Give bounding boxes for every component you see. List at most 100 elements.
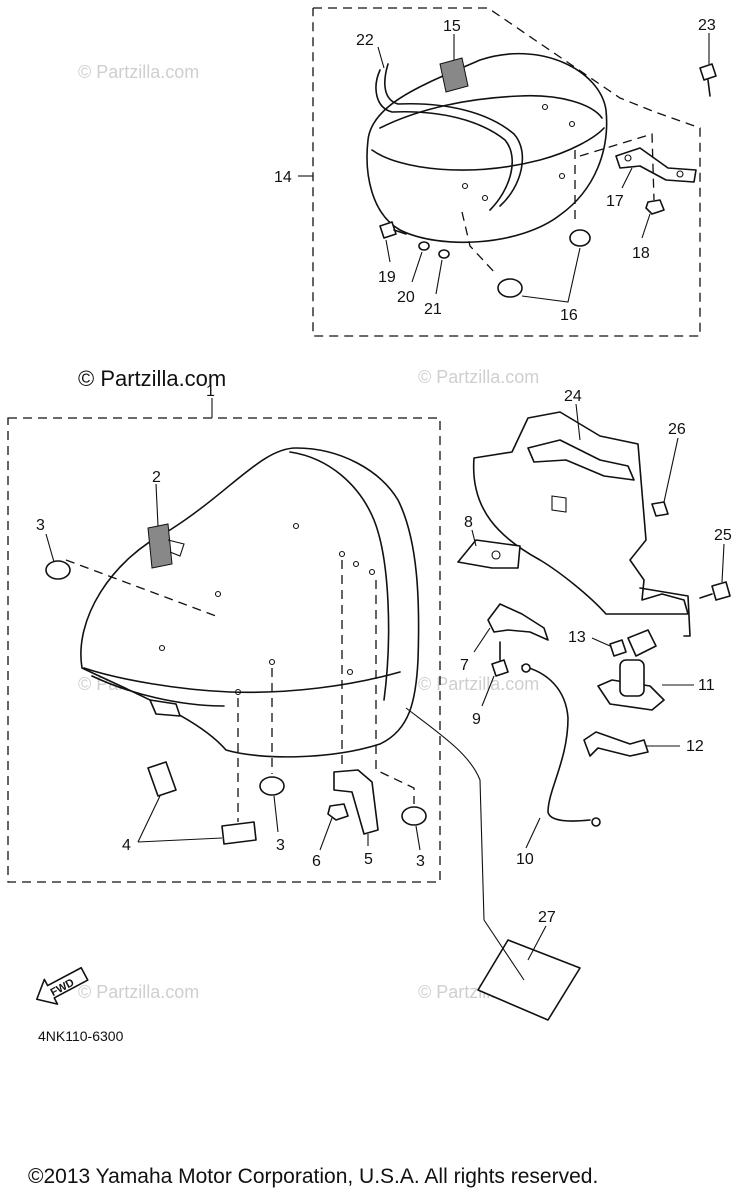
- patch-tab: [167, 539, 185, 557]
- callout-2: 2: [152, 469, 161, 486]
- seat-side-seam: [289, 451, 390, 701]
- bolt-19: [379, 221, 397, 239]
- clip-4: [147, 761, 177, 797]
- leader-8: [471, 529, 477, 547]
- mount-hole: [481, 194, 489, 202]
- leader-24: [575, 403, 581, 441]
- callout-15: 15: [443, 18, 461, 35]
- callout-5: 5: [364, 851, 373, 868]
- leader-4: [137, 795, 223, 843]
- washer-21: [438, 249, 450, 259]
- mount-hole: [214, 590, 222, 598]
- callout-26: 26: [668, 421, 686, 438]
- callout-17: 17: [606, 193, 624, 210]
- seat-bottom-edge: [83, 667, 401, 694]
- mount-hole: [568, 120, 576, 128]
- mount-hole: [268, 658, 276, 666]
- screw-13: [609, 639, 627, 657]
- leader-21: [435, 259, 443, 295]
- callout-10: 10: [516, 851, 534, 868]
- mount-hole: [234, 688, 242, 696]
- seat-bracket: [615, 147, 697, 183]
- callout-4: 4: [122, 837, 131, 854]
- brand-watermark: © Partzilla.com: [78, 366, 226, 391]
- copyright-notice: ©2013 Yamaha Motor Corporation, U.S.A. A…: [28, 1165, 598, 1188]
- mount-hole: [558, 172, 566, 180]
- leader-3: [273, 795, 279, 833]
- watermark: © Partzilla.com: [418, 674, 539, 694]
- group-14-boundary: [312, 7, 701, 337]
- bracket-7: [487, 603, 549, 641]
- seat-bracket-5: [333, 769, 379, 835]
- assembly-line: [375, 580, 415, 804]
- callout-11: 11: [698, 677, 715, 694]
- fwd-label: FWD: [49, 977, 77, 999]
- bolt-25: [711, 581, 731, 601]
- callout-3: 3: [416, 853, 425, 870]
- callout-19: 19: [378, 269, 396, 286]
- grab-rail-inner: [384, 63, 524, 207]
- bracket-hole: [491, 550, 501, 560]
- callout-1: 1: [206, 383, 215, 400]
- callout-21: 21: [424, 301, 442, 318]
- seat-cover: [472, 411, 689, 615]
- mount-hole: [292, 522, 300, 530]
- callout-7: 7: [460, 657, 469, 674]
- bolt-shaft: [707, 79, 711, 97]
- mount-hole: [461, 182, 469, 190]
- bolt-shaft: [393, 229, 407, 235]
- main-seat-group: [7, 398, 441, 883]
- clip-4: [221, 821, 257, 845]
- cover-slot: [527, 439, 635, 481]
- callout-25: 25: [714, 527, 732, 544]
- grab-rail: [375, 69, 513, 211]
- callout-6: 6: [312, 853, 321, 870]
- leader-13: [591, 637, 611, 647]
- diagram-code: 4NK110-6300: [38, 1028, 124, 1044]
- mount-hole: [352, 560, 360, 568]
- assembly-line: [65, 559, 217, 617]
- leader-27-line: [405, 707, 525, 981]
- pillion-seat-seam: [371, 127, 605, 171]
- bracket-hole: [624, 154, 632, 162]
- group-1-boundary: [7, 417, 441, 883]
- assembly-line: [579, 133, 655, 201]
- leader-19: [385, 239, 391, 263]
- leader-9: [481, 675, 495, 707]
- mount-hole: [158, 644, 166, 652]
- damper-3: [45, 560, 71, 580]
- pillion-seat-edge: [379, 94, 603, 129]
- leader-3: [415, 825, 421, 851]
- leader-16: [521, 247, 581, 303]
- washer-20: [418, 241, 430, 251]
- callout-8: 8: [464, 514, 473, 531]
- mount-hole: [368, 568, 376, 576]
- seat-lock-cable: [521, 665, 591, 822]
- callout-23: 23: [698, 17, 716, 34]
- bolt-shaft: [699, 593, 713, 599]
- callout-3: 3: [276, 837, 285, 854]
- bolt-23: [699, 63, 717, 81]
- damper-3: [259, 776, 285, 796]
- callout-22: 22: [356, 32, 374, 49]
- damper-16: [569, 229, 591, 247]
- leader-10: [525, 817, 541, 849]
- leader-26: [663, 437, 679, 503]
- emblem-patch: [147, 523, 173, 569]
- callout-20: 20: [397, 289, 415, 306]
- seat-bottom-edge-2: [91, 675, 225, 707]
- cable-end: [521, 663, 531, 673]
- leader-25: [721, 543, 725, 583]
- cover-tab: [639, 587, 691, 637]
- bracket-hole: [676, 170, 684, 178]
- rider-seat: [80, 447, 420, 758]
- leader-7: [473, 627, 491, 653]
- damper-16: [497, 278, 523, 298]
- callout-14: 14: [274, 169, 292, 186]
- caution-label: [477, 939, 581, 1021]
- callout-12: 12: [686, 738, 704, 755]
- nut-18: [645, 199, 665, 215]
- leader-6: [319, 817, 333, 851]
- mount-hole: [346, 668, 354, 676]
